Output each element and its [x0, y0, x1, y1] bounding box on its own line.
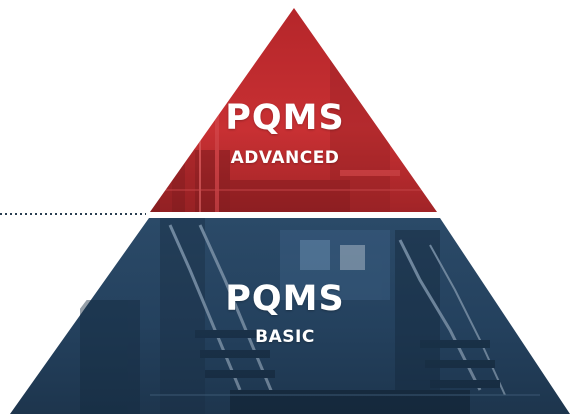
basic-tier-subtitle: BASIC	[255, 327, 315, 347]
advanced-tier-title: PQMS	[225, 98, 345, 138]
bottom-tier	[10, 218, 570, 414]
advanced-tier-subtitle: ADVANCED	[230, 148, 340, 168]
basic-tier-title: PQMS	[225, 279, 345, 319]
